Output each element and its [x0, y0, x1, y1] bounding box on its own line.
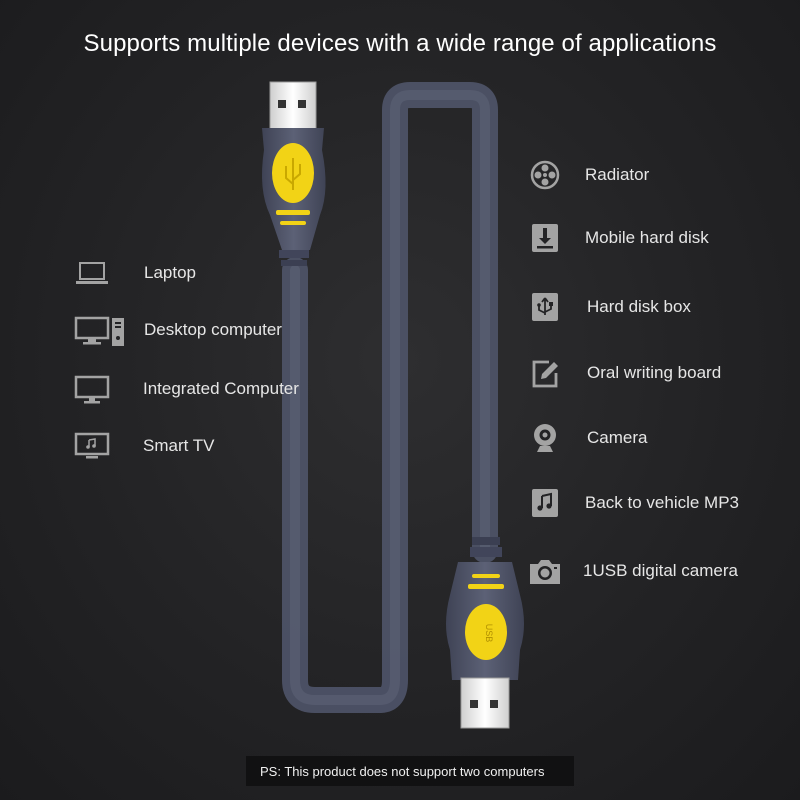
- device-smart-tv: Smart TV: [74, 428, 214, 464]
- device-mobile-hard-disk: Mobile hard disk: [527, 220, 709, 256]
- monitor-icon: [74, 371, 110, 407]
- device-oral-writing-board: Oral writing board: [527, 355, 721, 391]
- music-note-icon: [527, 485, 563, 521]
- headline: Supports multiple devices with a wide ra…: [83, 30, 717, 57]
- device-label: Oral writing board: [587, 363, 722, 382]
- usb-box-icon: [527, 289, 563, 325]
- tv-icon: [74, 428, 110, 464]
- device-desktop-computer: Desktop computer: [74, 312, 282, 348]
- camera-icon: [527, 553, 563, 589]
- device-label: Mobile hard disk: [585, 228, 709, 247]
- usb-plug-top: [262, 81, 326, 266]
- usb-plug-bottom: USB: [446, 537, 524, 729]
- svg-text:USB: USB: [484, 624, 494, 643]
- footnote: PS: This product does not support two co…: [246, 756, 574, 786]
- device-label: Camera: [587, 428, 648, 447]
- device-label: Back to vehicle MP3: [585, 493, 740, 512]
- cable-loop: [282, 82, 498, 713]
- device-label: Hard disk box: [587, 297, 691, 316]
- device-usb-digital-camera: 1USB digital camera: [527, 553, 738, 589]
- fan-icon: [527, 157, 563, 193]
- device-integrated-computer: Integrated Computer: [74, 371, 299, 407]
- device-hard-disk-box: Hard disk box: [527, 289, 691, 325]
- hard-disk-icon: [527, 220, 563, 256]
- device-label: Smart TV: [143, 436, 215, 455]
- device-laptop: Laptop: [74, 255, 196, 291]
- pen-board-icon: [527, 355, 563, 391]
- device-camera: Camera: [527, 420, 647, 456]
- device-label: Laptop: [144, 263, 196, 282]
- laptop-icon: [74, 255, 110, 291]
- device-radiator: Radiator: [527, 157, 649, 193]
- device-label: 1USB digital camera: [583, 561, 738, 580]
- device-label: Desktop computer: [144, 320, 282, 339]
- device-label: Radiator: [585, 165, 650, 184]
- device-label: Integrated Computer: [143, 379, 299, 398]
- webcam-icon: [527, 420, 563, 456]
- device-vehicle-mp3: Back to vehicle MP3: [527, 485, 739, 521]
- desktop-computer-icon: [74, 312, 126, 348]
